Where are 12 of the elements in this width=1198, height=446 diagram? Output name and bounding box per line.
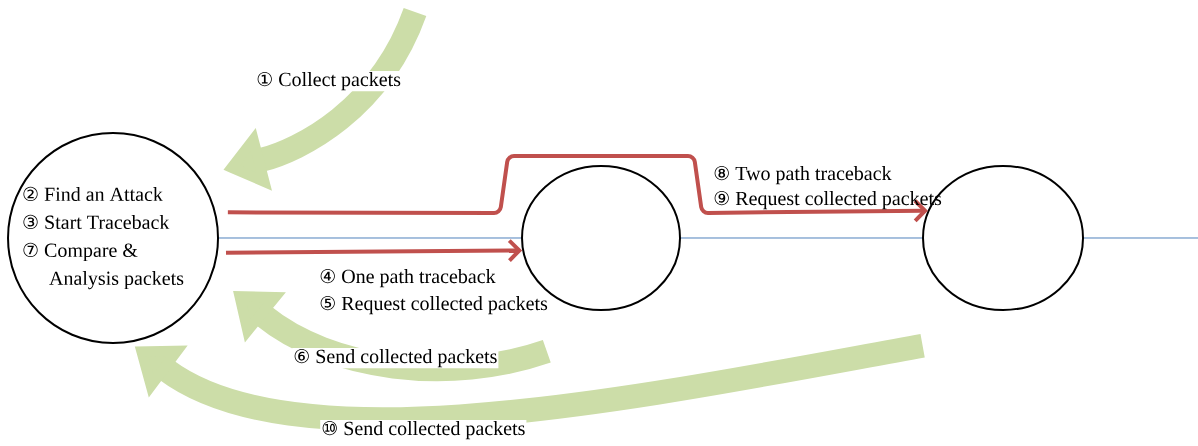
connection-line — [218, 237, 522, 239]
arrow — [227, 154, 928, 223]
circle-node: ② Find an Attack ③ Start Traceback ⑦ Compare & Analysis packets — [7, 132, 219, 344]
step-label: ④ One path traceback — [320, 268, 496, 288]
connection-line — [1083, 237, 1198, 239]
edge-label: ⑩ Send collected packets — [322, 420, 525, 440]
arrow — [225, 239, 523, 262]
edge-label: ① Collect packets — [257, 71, 401, 91]
edge-label: ⑥ Send collected packets — [294, 348, 497, 368]
step-label: ⑤ Request collected packets — [320, 295, 548, 315]
connection-line — [680, 237, 923, 239]
step-label: ⑧ Two path traceback — [714, 165, 892, 185]
